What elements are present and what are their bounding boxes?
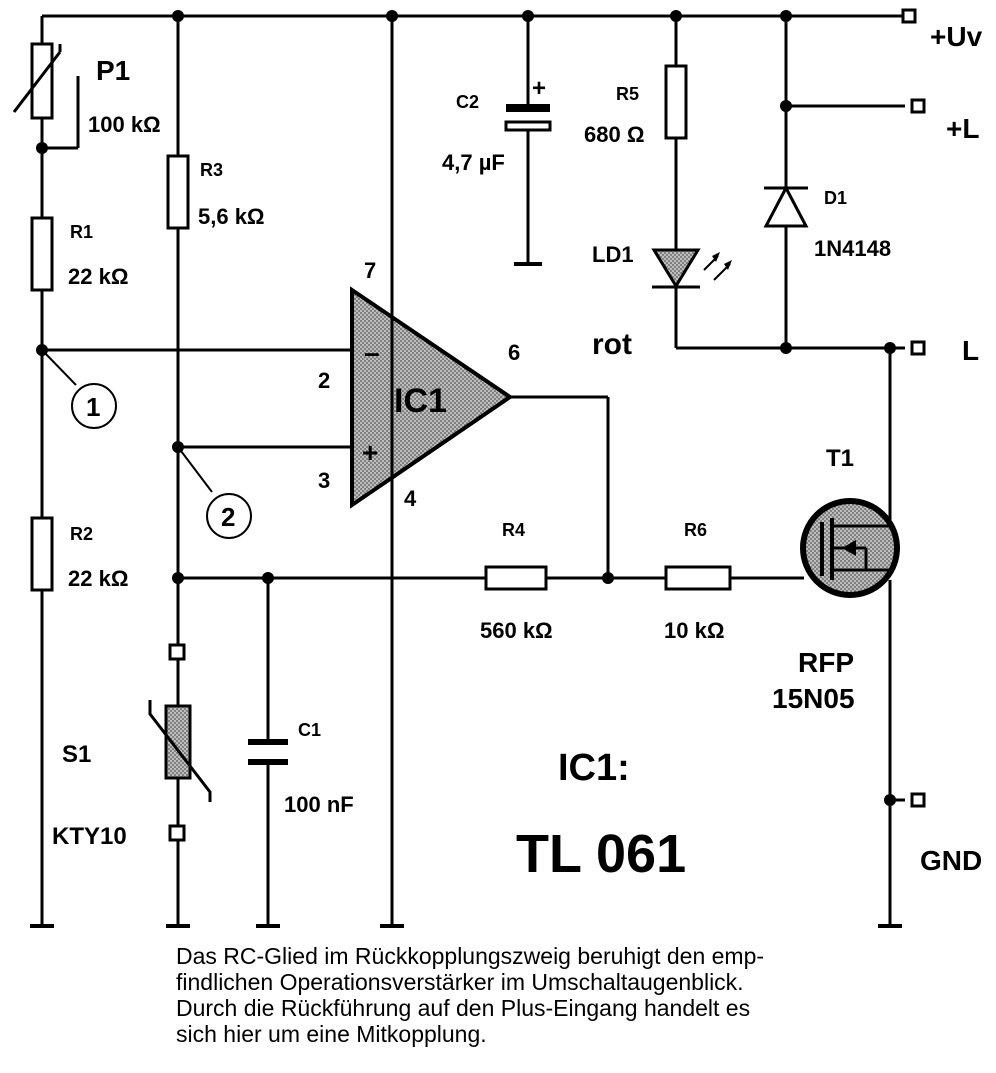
opamp-ic1 (350, 286, 514, 509)
marker-2-circle (206, 493, 252, 539)
resistor-r5 (664, 64, 688, 140)
label-r4-value: 560 kΩ (480, 618, 553, 643)
potentiometer-p1 (12, 42, 62, 120)
label-term-gnd: GND (920, 845, 982, 876)
marker-1-circle (71, 383, 117, 429)
wires (40, 14, 905, 926)
label-r3-value: 5,6 kΩ (198, 204, 265, 229)
resistor-r4 (484, 565, 548, 591)
label-ld1-name: LD1 (592, 242, 634, 267)
label-r3-name: R3 (200, 160, 223, 180)
label-r5-name: R5 (616, 84, 639, 104)
label-pin4: 4 (404, 486, 417, 511)
diode-d1 (763, 184, 809, 228)
resistor-r3 (166, 154, 190, 230)
junction-dots (36, 10, 896, 806)
caption-line: Das RC-Glied im Rückkopplungszweig beruh… (176, 943, 765, 969)
label-c1-name: C1 (298, 720, 321, 740)
label-pin6: 6 (508, 340, 520, 365)
resistor-r2 (30, 516, 54, 592)
label-t1-value-line2: 15N05 (772, 683, 855, 714)
label-op-plus: + (362, 437, 378, 468)
label-pin2: 2 (318, 368, 330, 393)
ground-symbols (30, 262, 902, 928)
label-ic-type: TL 061 (516, 824, 686, 884)
label-ic-name: IC1 (394, 382, 447, 420)
label-ld1-color: rot (592, 328, 632, 361)
mosfet-t1 (800, 498, 900, 598)
label-c2-plus: + (532, 75, 546, 102)
label-t1-name: T1 (826, 445, 854, 472)
label-r4-name: R4 (502, 520, 525, 540)
label-r1-value: 22 kΩ (68, 264, 128, 289)
label-d1-name: D1 (824, 188, 847, 208)
caption-line: Durch die Rückführung auf den Plus-Einga… (176, 995, 751, 1021)
capacitor-c1 (248, 739, 288, 765)
temperature-sensor-s1 (148, 643, 212, 842)
resistor-r1 (30, 216, 54, 292)
label-r5-value: 680 Ω (584, 122, 644, 147)
label-term-uv: +Uv (930, 21, 983, 52)
label-ic-type-label: IC1: (558, 747, 630, 789)
capacitor-c2 (504, 104, 552, 132)
resistor-r6 (664, 565, 732, 591)
label-marker-1: 1 (86, 392, 100, 422)
label-marker-2: 2 (221, 502, 235, 532)
label-t1-value-line1: RFP (798, 647, 854, 678)
terminals (901, 8, 926, 808)
label-p1-name: P1 (96, 55, 130, 86)
label-s1-name: S1 (62, 741, 91, 768)
led-ld1 (651, 248, 732, 289)
label-c1-value: 100 nF (284, 792, 354, 817)
label-d1-value: 1N4148 (814, 236, 891, 261)
label-r6-value: 10 kΩ (664, 618, 724, 643)
caption: Das RC-Glied im Rückkopplungszweig beruh… (176, 943, 896, 1047)
label-p1-value: 100 kΩ (88, 112, 161, 137)
label-pin7: 7 (364, 258, 376, 283)
label-c2-name: C2 (456, 92, 479, 112)
label-pin3: 3 (318, 468, 330, 493)
label-r1-name: R1 (70, 222, 93, 242)
label-r6-name: R6 (684, 520, 707, 540)
label-r2-name: R2 (70, 524, 93, 544)
caption-line: findlichen Operationsverstärker im Umsch… (176, 969, 744, 995)
circuit-schematic: P1 100 kΩ R1 22 kΩ R2 22 kΩ R3 5,6 kΩ R4… (12, 8, 983, 928)
label-c2-value: 4,7 µF (442, 150, 505, 175)
label-op-minus: – (364, 337, 380, 368)
label-term-plusl: +L (946, 113, 979, 144)
label-r2-value: 22 kΩ (68, 566, 128, 591)
caption-line: sich hier um eine Mitkopplung. (176, 1021, 487, 1047)
label-term-l: L (962, 335, 979, 366)
label-s1-value: KTY10 (52, 823, 127, 850)
